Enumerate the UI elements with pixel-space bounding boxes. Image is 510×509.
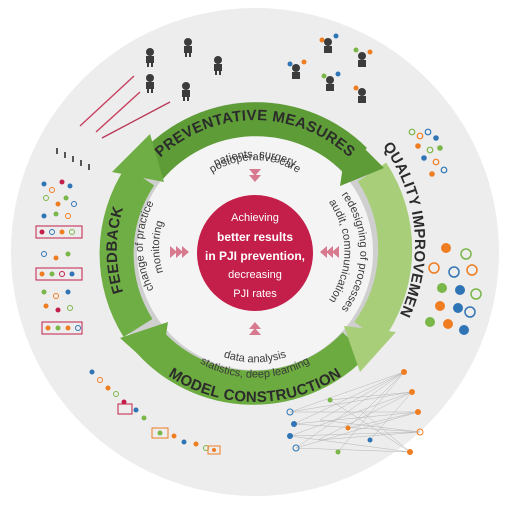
arrow-bottom — [135, 328, 368, 405]
center-line5: PJI rates — [233, 288, 277, 300]
dot-cluster-right-top — [408, 128, 448, 177]
diagonal-lines — [79, 75, 171, 139]
network-edges — [289, 371, 421, 453]
dot-strip-bottom — [89, 369, 221, 455]
arrow-right — [354, 162, 413, 343]
arrowhead-left — [112, 134, 164, 182]
tiny-marks-left — [56, 148, 90, 170]
cycle-arrows — [99, 102, 413, 405]
center-line2: better results — [217, 230, 293, 244]
center-text: Achieving better results in PJI preventi… — [205, 212, 305, 300]
person-icon — [184, 38, 192, 57]
center-disc — [197, 195, 313, 311]
chevron-bottom-icon — [249, 322, 261, 335]
label-feedback: FEEDBACK — [104, 204, 127, 295]
person-icon — [146, 74, 154, 93]
arrowhead-bottom — [120, 322, 168, 374]
arrowhead-right — [344, 326, 396, 372]
person-icon — [358, 52, 366, 67]
person-icons-topleft — [146, 38, 222, 101]
person-icon — [146, 48, 154, 67]
person-icon — [182, 82, 190, 101]
chevron-left-icon — [170, 246, 189, 258]
person-icon — [326, 76, 334, 91]
person-icon — [324, 38, 332, 53]
chevron-top-icon — [249, 169, 261, 182]
center-line4: decreasing — [228, 269, 282, 281]
inner-bottom-line1: data analysis — [222, 348, 288, 365]
chevrons — [170, 169, 339, 335]
center-line1: Achieving — [231, 212, 279, 224]
chevron-right-icon — [320, 246, 339, 258]
dot-cluster-right-bottom — [425, 243, 482, 335]
person-icons-topright — [287, 33, 373, 103]
inner-left-line2: monitoring — [150, 219, 166, 275]
person-icon — [292, 64, 300, 79]
person-icon — [214, 56, 222, 75]
center-line3: in PJI prevention, — [205, 249, 305, 263]
arrow-left — [99, 166, 155, 338]
arrowhead-top — [340, 132, 384, 186]
dot-matrix-left — [35, 179, 83, 335]
person-icon — [358, 88, 366, 103]
network-graph — [286, 369, 424, 455]
arrow-top — [137, 102, 367, 180]
